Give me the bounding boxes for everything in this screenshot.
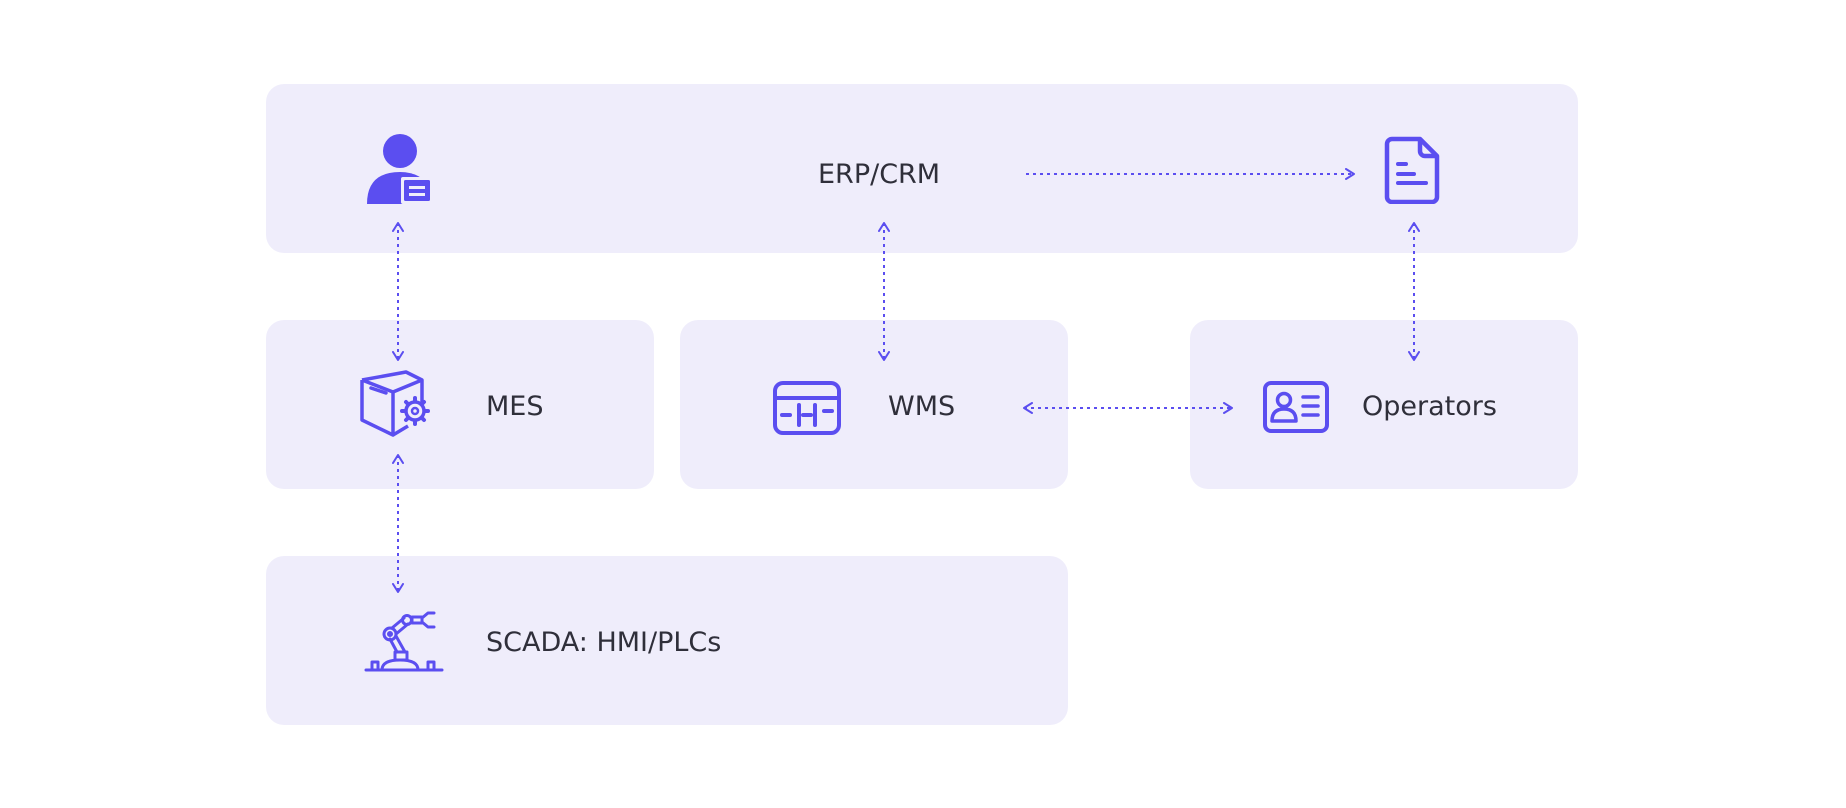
warehouse-panel-icon [773,381,841,435]
wms-label: WMS [888,391,956,422]
box-gear-icon [360,370,430,437]
mes-panel [266,320,654,489]
operators-label: Operators [1362,391,1497,422]
operators-panel [1190,320,1578,489]
mes-label: MES [486,391,544,422]
document-icon [1384,136,1440,204]
user-card-icon [367,134,432,204]
erp-crm-panel [266,84,1578,253]
robot-arm-icon [364,611,444,672]
id-card-icon [1263,381,1329,433]
scada-label: SCADA: HMI/PLCs [486,627,722,658]
erp-crm-label: ERP/CRM [818,159,941,190]
wms-panel [680,320,1068,489]
